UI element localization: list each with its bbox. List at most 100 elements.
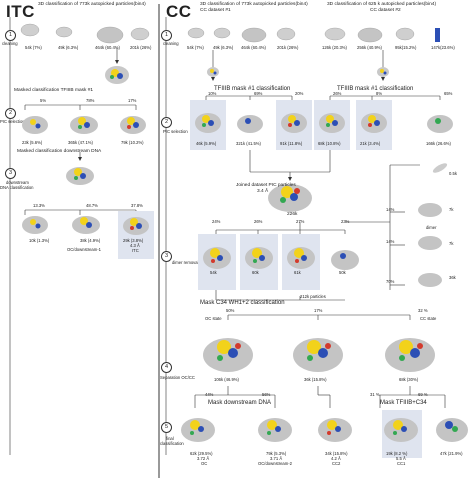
itc-step-3-label-line1: downstream — [6, 180, 29, 185]
cc-side-count-4: 36k — [449, 275, 456, 280]
cc-final-pct-3: 31 % — [370, 392, 380, 397]
itc-pic-pct-2: 78% — [86, 98, 95, 103]
cc-final-class-3-name: CC2 — [332, 461, 341, 466]
itc-dna-pct-3: 37.8% — [131, 203, 143, 208]
cc-step-3-label: dimer removal — [172, 260, 199, 265]
cc-sep-pct-2: 17% — [314, 308, 323, 313]
cc-joined-count: 226k — [287, 212, 298, 217]
cc-ds2-class-1: 126k (20.3%) — [322, 45, 347, 50]
cc-step-4-label: Separation OC/CC — [160, 375, 195, 380]
cc-header-2-line1: 3D classification of 625 k autopicked pa… — [327, 2, 437, 7]
itc-mask-title: Masked classification TFIIIB mask #1 — [14, 88, 94, 93]
cc-final-class-3-count: 34k (15.8%) — [325, 451, 348, 456]
cc-mask2-title: TFIIIB mask #1 classification — [337, 86, 414, 92]
itc-state-label: ITC — [132, 248, 139, 253]
cc-step-5-label-line1: final — [166, 436, 174, 441]
itc-cleaning-class-4: 201k (26%) — [130, 45, 152, 50]
cc-final-class-2-res: 3.71 Å — [270, 456, 283, 461]
cc-ds1-pic-class-3: 91k (11.8%) — [280, 141, 303, 146]
itc-step-3-label-line2: DNA classification — [0, 185, 34, 190]
itc-dna-class-2: 38k (4.9%) — [80, 238, 101, 243]
cc-step-4-marker: 4 — [161, 362, 172, 373]
cc-sep-pct-3: 32 % — [418, 308, 428, 313]
cc-step-5-label-line2: classification — [160, 441, 184, 446]
itc-dna-title: Masked classification downstream DNA — [17, 149, 102, 154]
itc-dna-pct-2: 48.7% — [86, 203, 98, 208]
itc-panel-title: ITC — [6, 2, 35, 21]
cc-dimer-pct-4: 23% — [341, 219, 350, 224]
cc-header-1-line1: 3D classification of 773k autopicked par… — [200, 2, 308, 7]
cc-ds1-class-1: 54k (7%) — [187, 45, 204, 50]
itc-header: 3D classification of 773k autopicked par… — [38, 2, 146, 7]
cc-step-5-marker: 5 — [161, 422, 172, 433]
cc-ds1-class-4: 201k (26%) — [277, 45, 299, 50]
cc-final-class-1-name: OC — [201, 461, 208, 466]
cc-ds1-class-3: 464k (60.4%) — [241, 45, 266, 50]
cc-side-pct-1: 14% — [386, 207, 395, 212]
cc-final-class-2-name: OC/downstream-2 — [258, 461, 292, 466]
itc-step-2-marker: 2 — [5, 108, 16, 119]
cc-final-class-5-count: 47k (21.9%) — [440, 451, 463, 456]
itc-step-1-label: cleaning — [2, 41, 18, 46]
cc-side-count-1: 0.5k — [449, 171, 457, 176]
itc-pic-pct-3: 17% — [128, 98, 137, 103]
itc-dna-class-3: 29k (3.8%) — [123, 238, 144, 243]
itc-cleaning-class-2: 49k (6.3%) — [58, 45, 79, 50]
cc-final-class-3-res: 4.2 Å — [331, 456, 341, 461]
itc-pic-class-1: 23k (5.6%) — [22, 140, 43, 145]
cc-ds1-class-2: 49k (6.3%) — [213, 45, 234, 50]
itc-step-2-label: PIC selection — [0, 119, 25, 124]
cc-final-title-1: Mask downstream DNA — [208, 400, 272, 406]
cc-ds1-pct-3: 20% — [295, 91, 304, 96]
cc-final-pct-2: 56% — [262, 392, 271, 397]
itc-cleaning-class-1: 54k (7%) — [25, 45, 42, 50]
cc-ds1-pct-1: 10% — [208, 91, 217, 96]
cc-panel-title: CC — [166, 2, 192, 21]
cc-step-2-marker: 2 — [161, 117, 172, 128]
itc-step-3-marker: 3 — [5, 168, 16, 179]
cc-dimer-class-3: 61k — [294, 270, 301, 275]
itc-cleaning-class-3: 464k (60.4%) — [95, 45, 120, 50]
cc-ds2-pic-class-2: 21k (3.4%) — [360, 141, 381, 146]
cc-dimer-class-4: 50k — [339, 270, 346, 275]
cc-final-class-4-res: 5.5 Å — [396, 456, 406, 461]
cc-ds2-pct-2: 8% — [376, 91, 383, 96]
cc-final-class-2-count: 79k (5.3%) — [266, 451, 287, 456]
cc-joined-resolution: 3.4 Å — [257, 189, 269, 194]
cc-final-class-4-count: 19k (8.2 %) — [386, 451, 408, 456]
cc-sep-class-3: 68k (30%) — [399, 377, 419, 382]
cc-step-2-label: PIC selection — [163, 129, 188, 134]
itc-pic-class-2: 365k (47.1%) — [68, 140, 93, 145]
itc-pic-class-3: 79k (10.2%) — [121, 140, 144, 145]
cc-side-count-3: 7k — [449, 241, 454, 246]
cc-cc-state-label: CC state — [420, 316, 437, 321]
cc-dimer-pct-3: 27% — [296, 219, 305, 224]
cc-side-pct-3: 70% — [386, 279, 395, 284]
cc-ds1-pic-class-2: 321k (41.5%) — [236, 141, 261, 146]
cc-c34-title: Mask C34 WH1+2 classification — [200, 300, 285, 306]
cc-side-pct-2: 14% — [386, 239, 395, 244]
cc-final-class-4-name: CC1 — [397, 461, 406, 466]
cc-header-2-line2: CC dataset #2 — [370, 8, 401, 13]
cc-ds2-class-3: 95k(15.2%) — [395, 45, 417, 50]
cc-final-class-1-count: 62k (29.5%) — [190, 451, 213, 456]
cc-final-pct-1: 44% — [205, 392, 214, 397]
cc-joined-title: Joined dataset PIC particles — [236, 183, 296, 188]
cc-ds1-pic-class-1: 46k (5.9%) — [196, 141, 217, 146]
cc-oc-state-label: OC state — [205, 316, 222, 321]
cc-sep-pct-1: 50% — [226, 308, 235, 313]
itc-pic-pct-1: 5% — [40, 98, 47, 103]
cc-dimer-label: dimer — [426, 225, 437, 230]
cc-side-count-2: 7k — [449, 207, 454, 212]
cc-ds2-class-2: 256k (40.9%) — [357, 45, 382, 50]
cc-mask1-title: TFIIIB mask #1 classification — [214, 86, 291, 92]
itc-step-1-marker: 1 — [5, 30, 16, 41]
cc-step-1-label: cleaning — [163, 41, 179, 46]
cc-step-3-marker: 3 — [161, 251, 172, 262]
